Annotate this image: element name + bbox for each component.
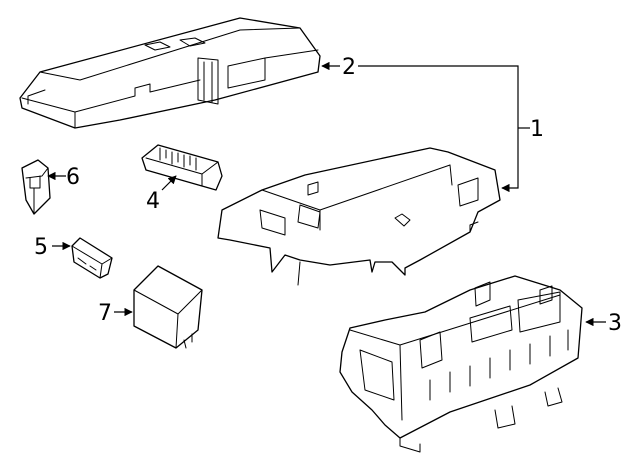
callout-5: 5 — [34, 235, 48, 260]
callout-1: 1 — [530, 117, 544, 142]
callout-2: 2 — [342, 55, 356, 80]
part-4-connector-block — [141, 144, 223, 191]
part-1-fuse-block — [217, 147, 501, 286]
part-7-relay — [133, 265, 203, 349]
leader-1 — [358, 65, 519, 193]
callout-3: 3 — [608, 311, 622, 336]
callout-7: 7 — [98, 301, 112, 326]
callout-6: 6 — [66, 165, 80, 190]
callout-4: 4 — [146, 189, 160, 214]
leader-lines — [47, 61, 606, 327]
part-2-cover — [19, 17, 321, 129]
leader-4 — [161, 175, 177, 191]
part-3-lower-housing — [339, 275, 583, 453]
callout-labels: 1 2 3 4 5 6 7 — [34, 55, 622, 336]
part-6-clip — [21, 159, 51, 215]
part-5-fuse — [71, 237, 113, 279]
